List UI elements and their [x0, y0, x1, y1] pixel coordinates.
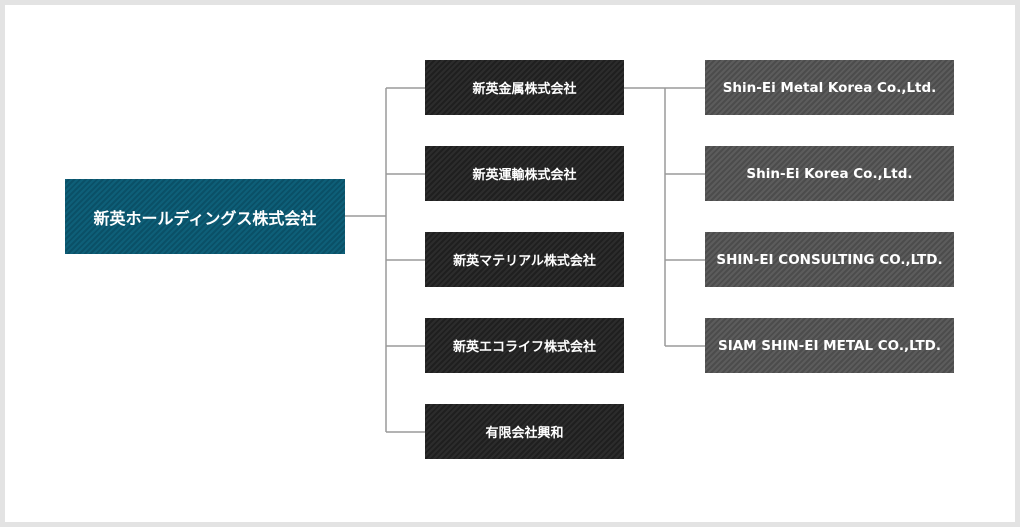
subsidiary-box-kowa[interactable]: 有限会社興和: [425, 404, 624, 459]
holding-company-box[interactable]: 新英ホールディングス株式会社: [65, 179, 345, 254]
subsidiary-label: 新英金属株式会社: [472, 82, 577, 97]
group-company-label: SHIN-EI CONSULTING CO.,LTD.: [716, 251, 943, 268]
subsidiary-box-shinei-kinzoku[interactable]: 新英金属株式会社: [425, 60, 624, 115]
connector-lines: [345, 87, 705, 433]
group-box-korea[interactable]: Shin-Ei Korea Co.,Ltd.: [705, 146, 954, 201]
group-box-consulting[interactable]: SHIN-EI CONSULTING CO.,LTD.: [705, 232, 954, 287]
org-chart: 新英ホールディングス株式会社 新英金属株式会社 新英運輸株式会社 新英マテリアル…: [5, 5, 1015, 522]
holding-company-label: 新英ホールディングス株式会社: [93, 208, 317, 228]
subsidiary-label: 有限会社興和: [485, 426, 564, 441]
subsidiary-box-shinei-material[interactable]: 新英マテリアル株式会社: [425, 232, 624, 287]
group-company-label: Shin-Ei Metal Korea Co.,Ltd.: [722, 79, 937, 96]
subsidiary-label: 新英マテリアル株式会社: [453, 254, 596, 269]
group-company-label: SIAM SHIN-EI METAL CO.,LTD.: [717, 337, 942, 354]
group-company-label: Shin-Ei Korea Co.,Ltd.: [746, 165, 913, 182]
subsidiary-label: 新英運輸株式会社: [472, 168, 577, 183]
subsidiary-box-shinei-ecolife[interactable]: 新英エコライフ株式会社: [425, 318, 624, 373]
subsidiary-box-shinei-unyu[interactable]: 新英運輸株式会社: [425, 146, 624, 201]
group-box-metal-korea[interactable]: Shin-Ei Metal Korea Co.,Ltd.: [705, 60, 954, 115]
group-box-siam-metal[interactable]: SIAM SHIN-EI METAL CO.,LTD.: [705, 318, 954, 373]
subsidiary-label: 新英エコライフ株式会社: [452, 340, 596, 355]
